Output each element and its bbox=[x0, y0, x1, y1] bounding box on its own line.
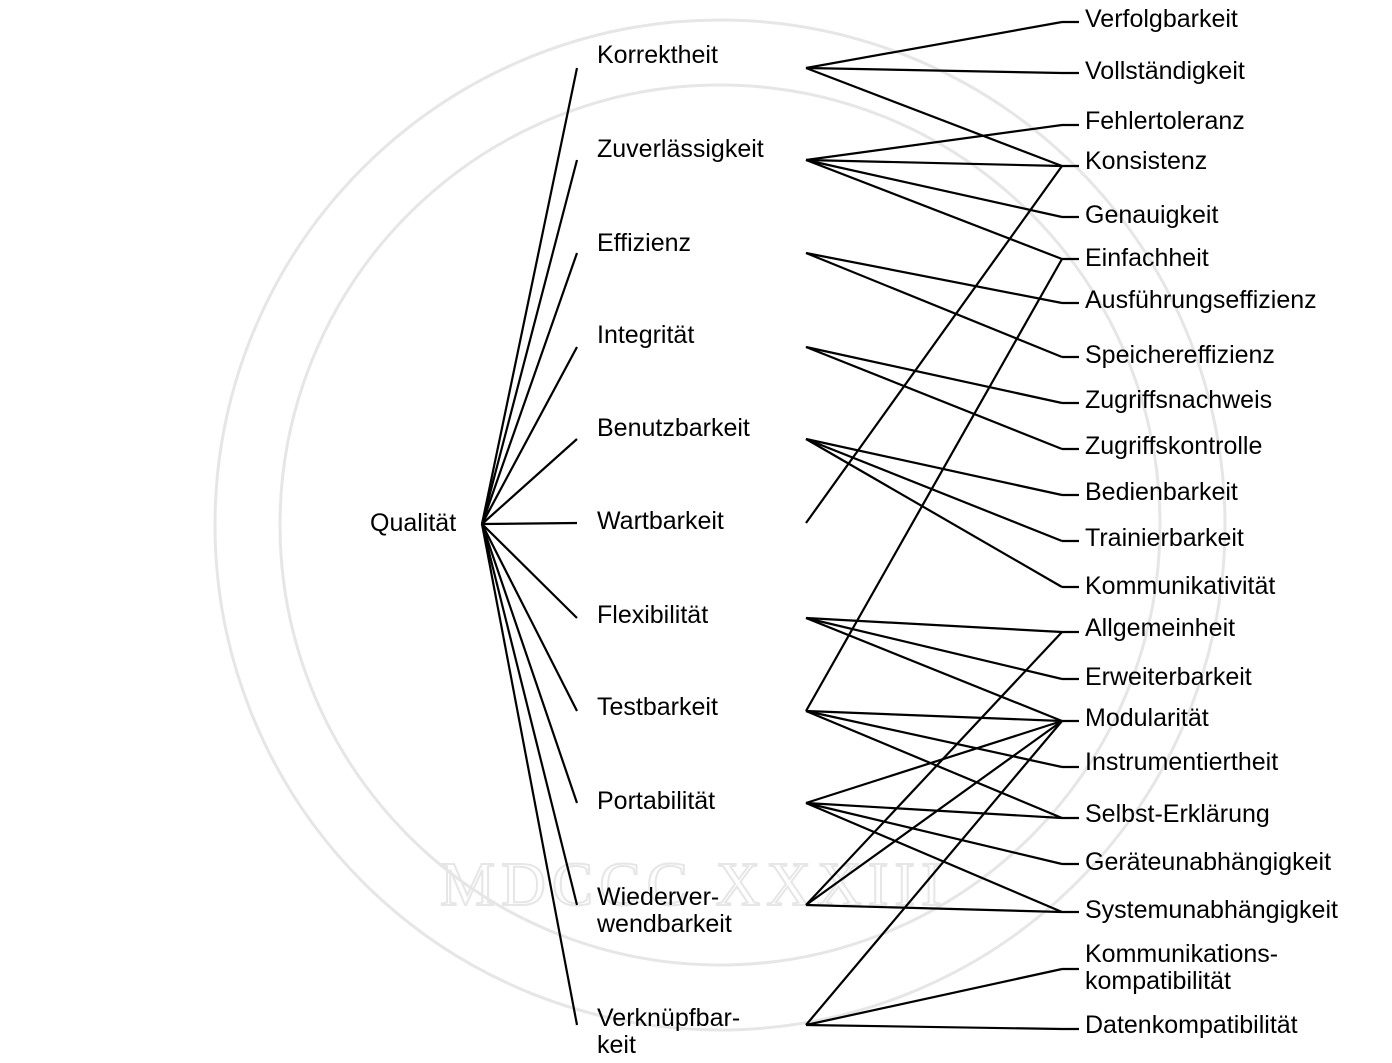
factor-criterion-edge bbox=[805, 801, 1063, 820]
factor-criterion-edge bbox=[805, 66, 1063, 168]
factor-criterion-edge bbox=[805, 158, 1063, 261]
factor-criterion-edge bbox=[805, 709, 1063, 769]
criterion-label: Bedienbarkeit bbox=[1085, 478, 1238, 506]
criterion-label: Kommunikations- kompatibilität bbox=[1085, 940, 1279, 995]
factor-criterion-edge bbox=[805, 345, 1063, 451]
factor-criterion-edge bbox=[805, 801, 1063, 914]
root-edge bbox=[481, 523, 578, 712]
criterion-label: Geräteunabhängigkeit bbox=[1085, 848, 1332, 876]
factor-label: Zuverlässigkeit bbox=[597, 135, 764, 163]
criterion-label: Instrumentiertheit bbox=[1085, 748, 1279, 776]
criterion-label: Erweiterbarkeit bbox=[1085, 663, 1252, 691]
factor-criterion-edge bbox=[805, 720, 1063, 1026]
criterion-label: Verfolgbarkeit bbox=[1085, 5, 1238, 33]
root-edge bbox=[481, 523, 578, 619]
factor-label: Verknüpfbar- keit bbox=[597, 1004, 741, 1059]
factor-criterion-edge bbox=[805, 719, 1063, 805]
factor-criterion-edge bbox=[805, 967, 1063, 1027]
factor-criterion-edge bbox=[805, 438, 1063, 588]
factor-criterion-edge bbox=[805, 165, 1063, 524]
factor-criterion-edge bbox=[805, 158, 1063, 219]
factor-criterion-edge bbox=[805, 251, 1063, 305]
root-edge bbox=[480, 159, 579, 525]
root-edge bbox=[480, 523, 579, 1026]
criterion-label: Vollständigkeit bbox=[1085, 57, 1245, 85]
root-edge bbox=[481, 346, 578, 525]
factor-criterion-edge bbox=[805, 158, 1063, 168]
factor-criterion-edge bbox=[805, 258, 1063, 712]
factor-criterion-edge bbox=[805, 631, 1063, 906]
criterion-label: Fehlertoleranz bbox=[1085, 107, 1245, 135]
factor-label: Effizienz bbox=[597, 229, 692, 257]
factor-criterion-edge bbox=[805, 903, 1063, 914]
factor-criterion-edge bbox=[805, 616, 1063, 681]
criterion-label: Einfachheit bbox=[1085, 244, 1209, 272]
criterion-label: Konsistenz bbox=[1085, 147, 1208, 175]
root-edge bbox=[480, 67, 579, 525]
criterion-label: Speichereffizienz bbox=[1085, 341, 1275, 369]
factor-criterion-edge bbox=[805, 66, 1063, 75]
criterion-label: Genauigkeit bbox=[1085, 201, 1219, 229]
criterion-label: Modularität bbox=[1085, 704, 1209, 732]
criterion-label: Datenkompatibilität bbox=[1085, 1011, 1298, 1039]
criterion-label: Selbst-Erklärung bbox=[1085, 800, 1270, 828]
root-edge bbox=[480, 252, 579, 525]
factor-label: Benutzbarkeit bbox=[597, 414, 750, 442]
factor-criterion-edge bbox=[805, 437, 1063, 543]
factor-label: Wartbarkeit bbox=[597, 507, 724, 535]
factor-criterion-edge bbox=[805, 345, 1063, 405]
factor-criterion-edge bbox=[805, 251, 1063, 359]
criterion-label: Systemunabhängigkeit bbox=[1085, 896, 1338, 924]
edges bbox=[480, 20, 1079, 1031]
root-edge bbox=[481, 521, 578, 526]
factor-criterion-edge bbox=[805, 1023, 1063, 1031]
factor-criterion-edge bbox=[805, 709, 1063, 820]
root-edge bbox=[481, 438, 578, 525]
criterion-label: Trainierbarkeit bbox=[1085, 524, 1244, 552]
factor-criterion-edge bbox=[805, 709, 1063, 723]
root-edge bbox=[480, 523, 579, 906]
factor-criterion-edge bbox=[805, 616, 1063, 634]
factor-criterion-edge bbox=[805, 437, 1063, 497]
university-seal-watermark: MDCCC XXXIII bbox=[213, 18, 1227, 1032]
criterion-label: Zugriffskontrolle bbox=[1085, 432, 1263, 460]
factor-criterion-edge bbox=[805, 801, 1063, 866]
factor-label: Portabilität bbox=[597, 787, 716, 815]
factor-criterion-edge bbox=[805, 20, 1063, 70]
root-label: Qualität bbox=[370, 509, 457, 537]
criterion-label: Allgemeinheit bbox=[1085, 614, 1236, 642]
factor-label: Korrektheit bbox=[597, 41, 718, 69]
factor-criterion-edge bbox=[805, 720, 1063, 906]
svg-text:MDCCC XXXIII: MDCCC XXXIII bbox=[440, 851, 948, 919]
factor-criterion-edge bbox=[805, 123, 1063, 162]
factor-label: Flexibilität bbox=[597, 601, 709, 629]
criterion-label: Zugriffsnachweis bbox=[1085, 386, 1273, 414]
factor-label: Testbarkeit bbox=[597, 693, 718, 721]
factor-label: Wiederver- wendbarkeit bbox=[597, 883, 732, 938]
factor-label: Integrität bbox=[597, 321, 695, 349]
criterion-label: Kommunikativität bbox=[1085, 572, 1276, 600]
criterion-label: Ausführungseffizienz bbox=[1085, 286, 1317, 314]
root-edge bbox=[480, 523, 579, 804]
